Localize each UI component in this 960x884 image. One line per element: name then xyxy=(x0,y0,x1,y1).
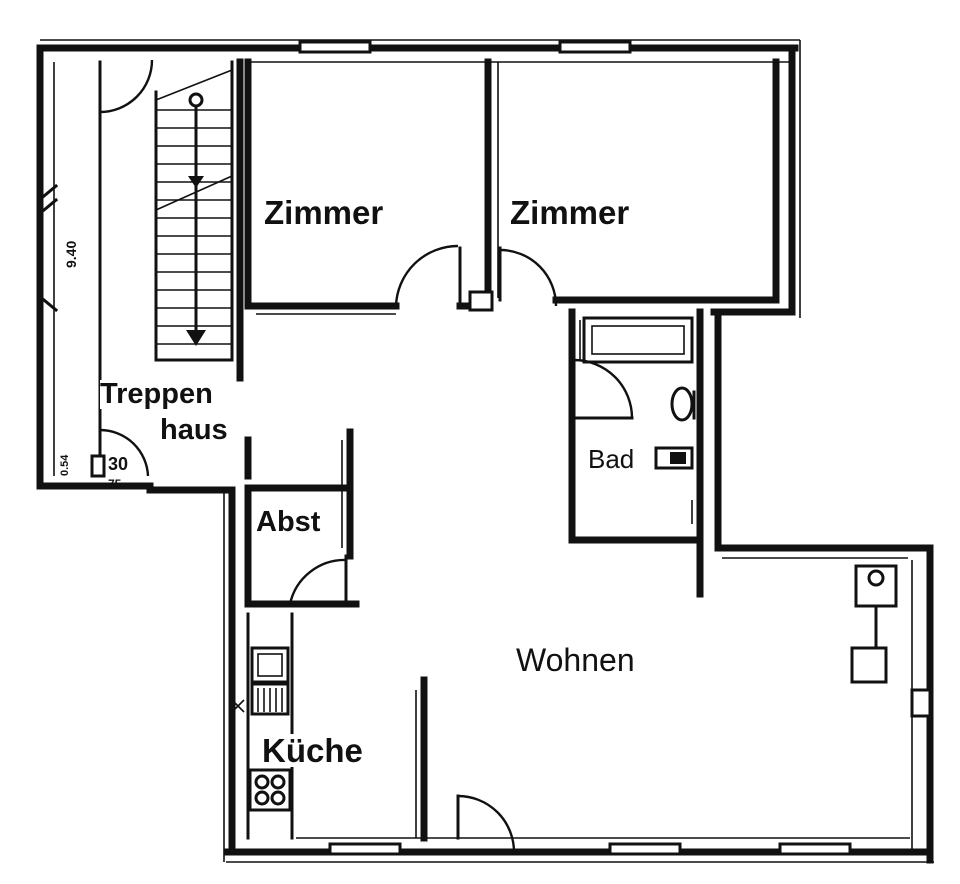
abst-door xyxy=(288,554,348,605)
arrow-down-icon xyxy=(186,92,206,346)
room-label-zimmer-left: Zimmer xyxy=(264,194,384,231)
kitchen xyxy=(231,612,428,842)
room-label-zimmer-right: Zimmer xyxy=(510,194,630,231)
abstell-room xyxy=(244,428,360,608)
kitchen-marks xyxy=(231,699,245,713)
stove-icon xyxy=(248,768,292,812)
sink-icon xyxy=(250,646,290,716)
toilet-icon xyxy=(654,446,694,470)
room-label-abst: Abst xyxy=(256,506,321,538)
stair-treads xyxy=(155,69,233,345)
windows-top xyxy=(298,40,632,54)
bath xyxy=(568,308,704,598)
room-label-treppenhaus-line2: haus xyxy=(160,414,228,446)
stair-marks xyxy=(41,183,106,478)
zimmer2-door xyxy=(498,246,558,307)
heater-icon xyxy=(850,564,898,684)
room-label-bad: Bad xyxy=(588,444,635,474)
room-label-wohnen: Wohnen xyxy=(516,642,635,678)
living-door xyxy=(456,794,516,853)
room-label-treppenhaus-line1: Treppen xyxy=(100,378,213,410)
windows-bottom xyxy=(328,842,852,856)
stair-door-top xyxy=(98,59,154,114)
zimmer-walls xyxy=(244,58,780,315)
bathtub-inner xyxy=(591,325,685,355)
dimension-small-right: 30 xyxy=(108,454,129,474)
room-label-kueche: Küche xyxy=(262,732,363,769)
bathtub xyxy=(582,316,694,364)
chimney xyxy=(468,290,494,312)
zimmer1-door xyxy=(394,244,462,308)
washbasin-icon xyxy=(670,386,696,422)
window-right xyxy=(910,688,932,718)
bath-door xyxy=(572,358,634,420)
dimension-small-under: 75 xyxy=(108,477,122,491)
outer-walls xyxy=(36,39,934,864)
living-room xyxy=(456,564,898,853)
dimension-small-left: 0.54 xyxy=(59,454,71,476)
dimension-vertical: 9.40 xyxy=(63,240,79,268)
